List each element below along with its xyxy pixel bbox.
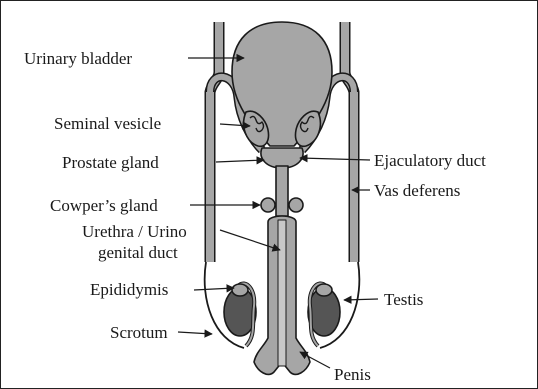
label-ejaculatory-duct: Ejaculatory duct <box>374 151 486 170</box>
urethra-inner <box>278 220 286 366</box>
label-epididymis: Epididymis <box>90 280 168 299</box>
label-prostate-gland: Prostate gland <box>62 153 159 172</box>
label-urinary-bladder: Urinary bladder <box>24 49 132 68</box>
label-seminal-vesicle: Seminal vesicle <box>54 114 161 133</box>
label-penis: Penis <box>334 365 371 384</box>
organ-drawing <box>205 22 360 374</box>
label-cowpers-gland: Cowper’s gland <box>50 196 158 215</box>
urethra-upper <box>276 166 288 216</box>
label-urethra-line2: genital duct <box>98 243 178 262</box>
label-vas-deferens: Vas deferens <box>374 181 460 200</box>
prostate-gland-shape <box>261 148 303 168</box>
label-urethra-line1: Urethra / Urino <box>82 222 187 241</box>
label-scrotum: Scrotum <box>110 323 168 342</box>
label-testis: Testis <box>384 290 423 309</box>
